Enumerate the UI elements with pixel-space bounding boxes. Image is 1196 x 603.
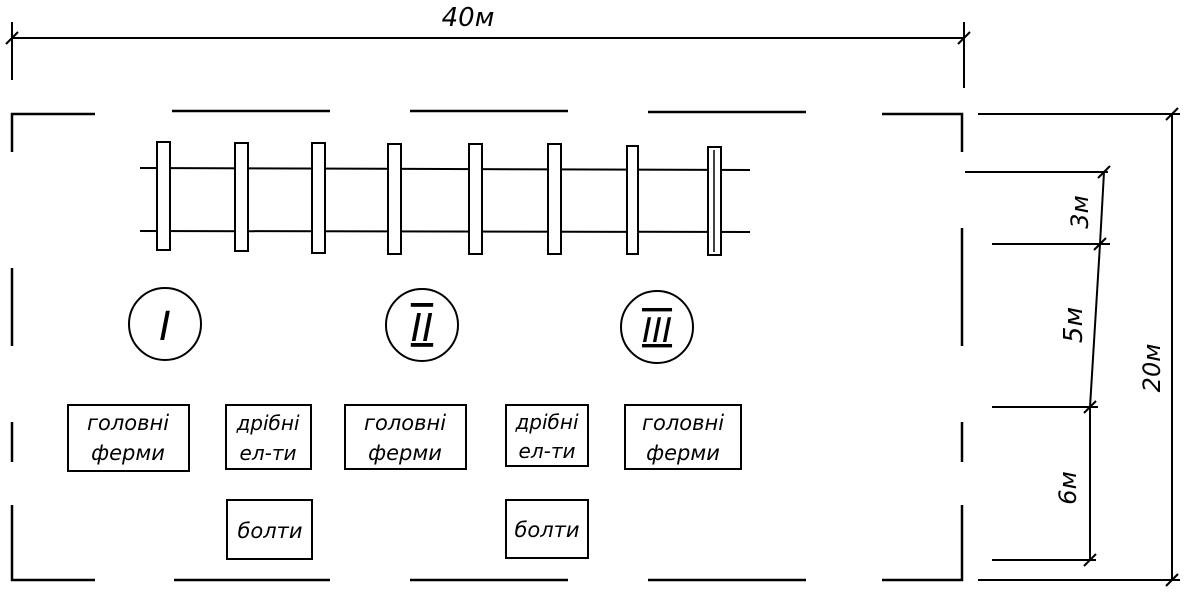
storage-label-line2: ферми (368, 441, 442, 465)
storage-main-trusses-1: головні ферми (67, 404, 190, 472)
zone-marker-2: II (385, 288, 459, 362)
sleeper (468, 143, 483, 255)
sleeper (387, 143, 402, 255)
storage-small-elements-2: дрібні ел-ти (505, 404, 589, 467)
storage-bolts-2: болти (505, 499, 589, 559)
storage-label-line1: дрібні (235, 411, 299, 435)
zone-numeral: II (411, 306, 433, 350)
zone-marker-1: I (128, 287, 202, 361)
dimension-length-label: 40м (442, 3, 495, 33)
zone-marker-3: III (620, 290, 694, 364)
storage-small-elements-1: дрібні ел-ти (225, 404, 312, 470)
sleeper (626, 145, 639, 255)
rail-lower (139, 230, 751, 233)
dimension-length (5, 22, 971, 88)
dimension-width (965, 107, 1180, 587)
dimension-width-label: 20м (1138, 344, 1166, 393)
storage-label-line2: ел-ти (519, 439, 576, 463)
storage-main-trusses-3: головні ферми (624, 404, 742, 470)
storage-label-line2: ферми (646, 441, 720, 465)
storage-label: болти (514, 518, 579, 542)
storage-label-line1: головні (364, 411, 446, 435)
zone-numeral: III (642, 311, 672, 351)
sleeper (311, 142, 326, 254)
storage-label-line1: головні (87, 411, 169, 435)
crane-track (139, 141, 751, 256)
storage-main-trusses-2: головні ферми (344, 404, 467, 470)
zone-numeral: I (159, 304, 171, 350)
storage-bolts-1: болти (226, 499, 313, 560)
storage-label-line2: ферми (91, 441, 165, 465)
sleeper (156, 141, 171, 251)
storage-label-line1: дрібні (514, 410, 578, 434)
storage-label: болти (237, 519, 302, 543)
dimension-segment-6m: 6м (1054, 471, 1082, 504)
sleeper (547, 143, 562, 255)
storage-label-line2: ел-ти (240, 441, 297, 465)
sleeper (234, 142, 249, 252)
storage-label-line1: головні (642, 411, 724, 435)
rail-upper (139, 167, 751, 171)
site-boundary (10, 109, 964, 582)
dimension-segment-5m: 5м (1059, 307, 1089, 343)
sleepers (156, 141, 722, 256)
dimension-segment-3m: 3м (1066, 195, 1094, 228)
